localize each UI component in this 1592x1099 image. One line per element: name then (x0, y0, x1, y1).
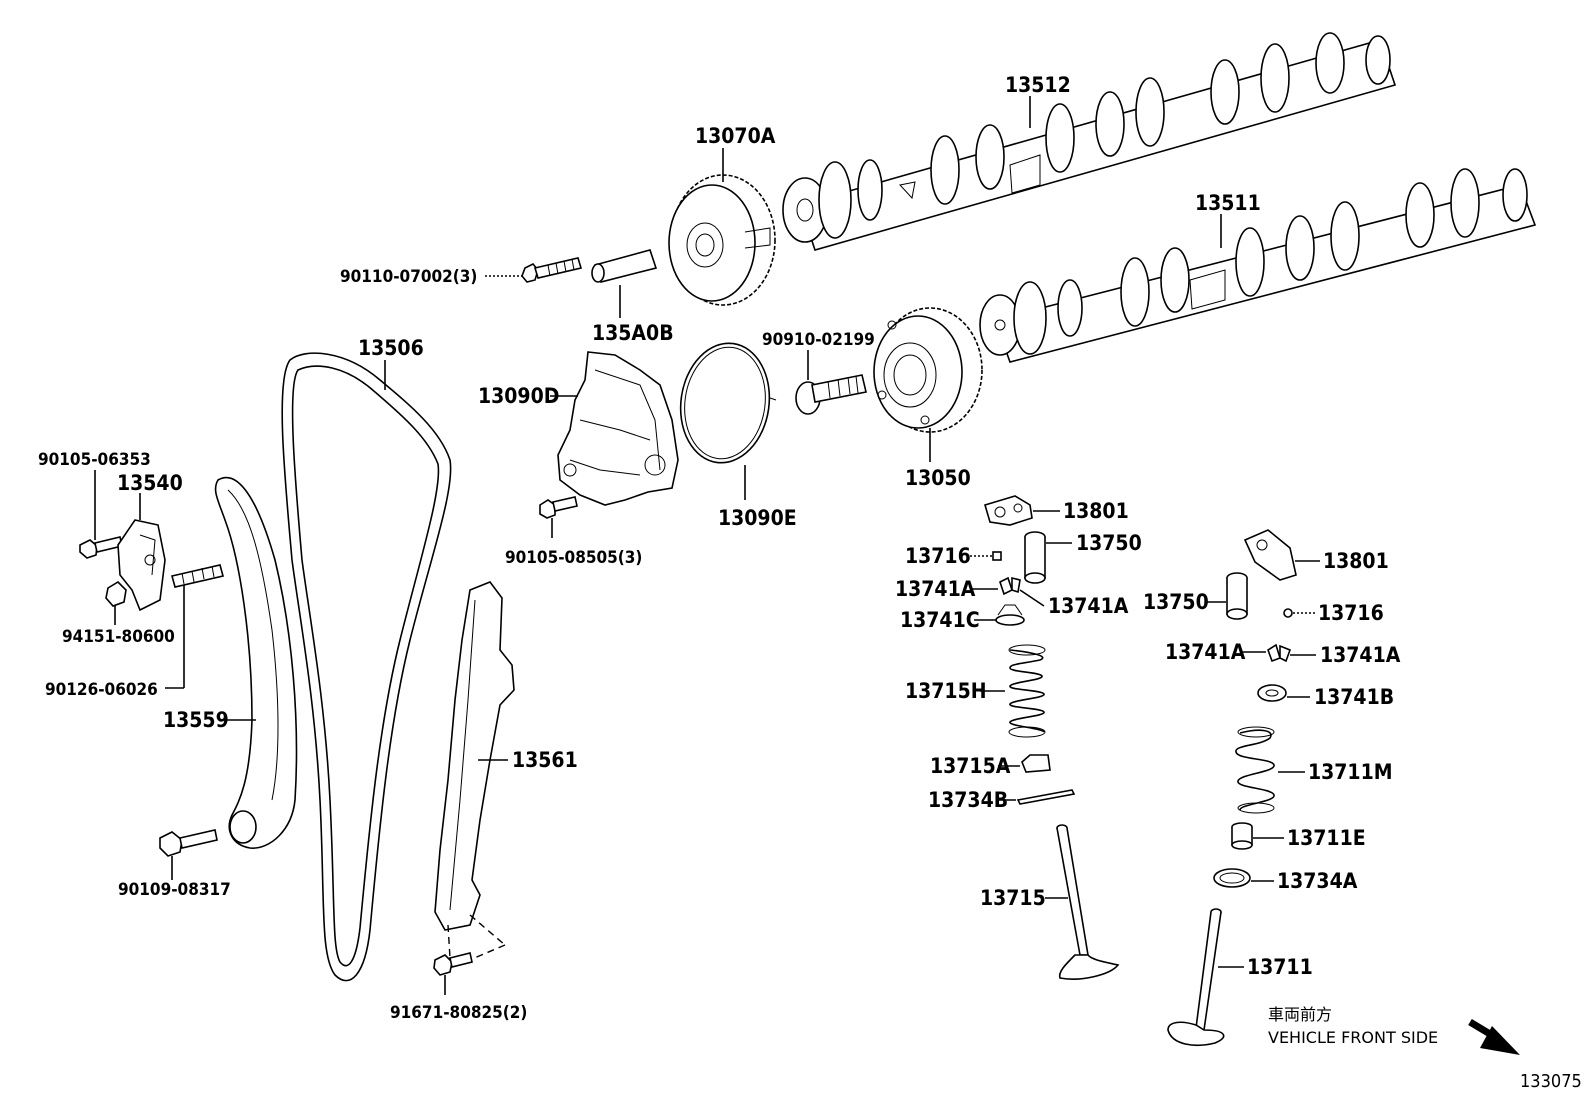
label-13750-right: 13750 (1143, 590, 1209, 614)
bolt-90110-07002 (521, 257, 583, 283)
bolt-90105-08505 (539, 496, 578, 519)
bolt-90105-06353 (79, 536, 123, 559)
direction-label-en: VEHICLE FRONT SIDE (1268, 1028, 1438, 1047)
valve-13711 (1167, 908, 1225, 1046)
spring-seat-13741B (1257, 684, 1287, 702)
chain-guide-13561 (434, 581, 515, 931)
spring-seat-13741C (995, 604, 1025, 626)
front-direction-arrow-icon (1468, 1018, 1520, 1055)
valve-spring-13711M (1235, 726, 1275, 814)
label-13070A: 13070A (695, 124, 776, 148)
label-13506: 13506 (358, 336, 424, 360)
label-13090D: 13090D (478, 384, 559, 408)
label-13716-right: 13716 (1318, 601, 1384, 625)
label-13511: 13511 (1195, 191, 1261, 215)
label-90105-06353: 90105-06353 (38, 450, 151, 470)
valve-seal-13711E (1231, 822, 1253, 850)
valve-keepers-13741A-left (999, 576, 1021, 596)
lash-adjuster-13750-right (1226, 572, 1248, 620)
label-13711: 13711 (1247, 955, 1313, 979)
timing-chain-13506 (281, 352, 452, 982)
lash-adjuster-13750-left (1024, 531, 1046, 584)
rocker-arm-13801-right (1243, 529, 1297, 581)
label-13741B: 13741B (1314, 685, 1394, 709)
label-13734B: 13734B (928, 788, 1008, 812)
label-90109-08317: 90109-08317 (118, 880, 231, 900)
bolt-91671-80825 (433, 952, 473, 976)
label-13540: 13540 (117, 471, 183, 495)
label-13711M: 13711M (1308, 760, 1393, 784)
direction-label-jp: 車両前方 (1268, 1005, 1332, 1024)
label-13090E: 13090E (718, 506, 797, 530)
nut-94151-80600 (105, 580, 127, 607)
label-13512: 13512 (1005, 73, 1071, 97)
label-13741A-right-a: 13741A (1165, 640, 1246, 664)
pin-135A0B (591, 249, 658, 283)
lash-cap-13716-right (1283, 608, 1293, 618)
label-13715A: 13715A (930, 754, 1011, 778)
chain-guide-13559 (214, 476, 298, 849)
label-13559: 13559 (163, 708, 229, 732)
gasket-13090E (679, 342, 777, 464)
bolt-90109-08317 (159, 829, 218, 857)
stud-90126-06026 (171, 564, 224, 588)
label-13715: 13715 (980, 886, 1046, 910)
cam-timing-gear-13070A (668, 174, 776, 306)
figure-code: 133075 (1520, 1071, 1582, 1092)
valve-keepers-13741A-right (1267, 643, 1292, 663)
label-13561: 13561 (512, 748, 578, 772)
lash-cap-13716-left (992, 551, 1002, 561)
bolt-90910-02199 (795, 374, 867, 415)
label-90105-08505: 90105-08505(3) (505, 548, 642, 568)
washer-13734A (1213, 868, 1251, 888)
rocker-arm-13801-left (984, 495, 1033, 526)
label-13741C: 13741C (900, 608, 980, 632)
label-94151-80600: 94151-80600 (62, 627, 175, 647)
label-13734A: 13734A (1277, 869, 1358, 893)
valve-spring-13715H (1008, 644, 1046, 738)
label-90910-02199: 90910-02199 (762, 330, 875, 350)
label-90126-06026: 90126-06026 (45, 680, 158, 700)
label-13715H: 13715H (905, 679, 987, 703)
tensioner-13540 (117, 519, 166, 612)
label-13801-left: 13801 (1063, 499, 1129, 523)
label-13741A-left-a: 13741A (895, 577, 976, 601)
label-13750-left: 13750 (1076, 531, 1142, 555)
washer-13734B (1016, 789, 1076, 805)
label-13741A-right-b: 13741A (1320, 643, 1401, 667)
label-13801-right: 13801 (1323, 549, 1389, 573)
label-90110-07002: 90110-07002(3) (340, 267, 477, 287)
label-13050: 13050 (905, 466, 971, 490)
camshaft-13512 (782, 32, 1397, 251)
label-91671-80825: 91671-80825(2) (390, 1003, 527, 1023)
label-13711E: 13711E (1287, 826, 1366, 850)
cam-timing-gear-13050 (873, 307, 983, 433)
label-13716-left: 13716 (905, 544, 971, 568)
cover-13090D (557, 351, 679, 506)
camshaft-13511 (979, 168, 1537, 363)
label-13741A-left-b: 13741A (1048, 594, 1129, 618)
valve-seal-13715A (1021, 754, 1051, 773)
valve-13715 (1056, 824, 1120, 980)
label-135A0B: 135A0B (592, 321, 674, 345)
